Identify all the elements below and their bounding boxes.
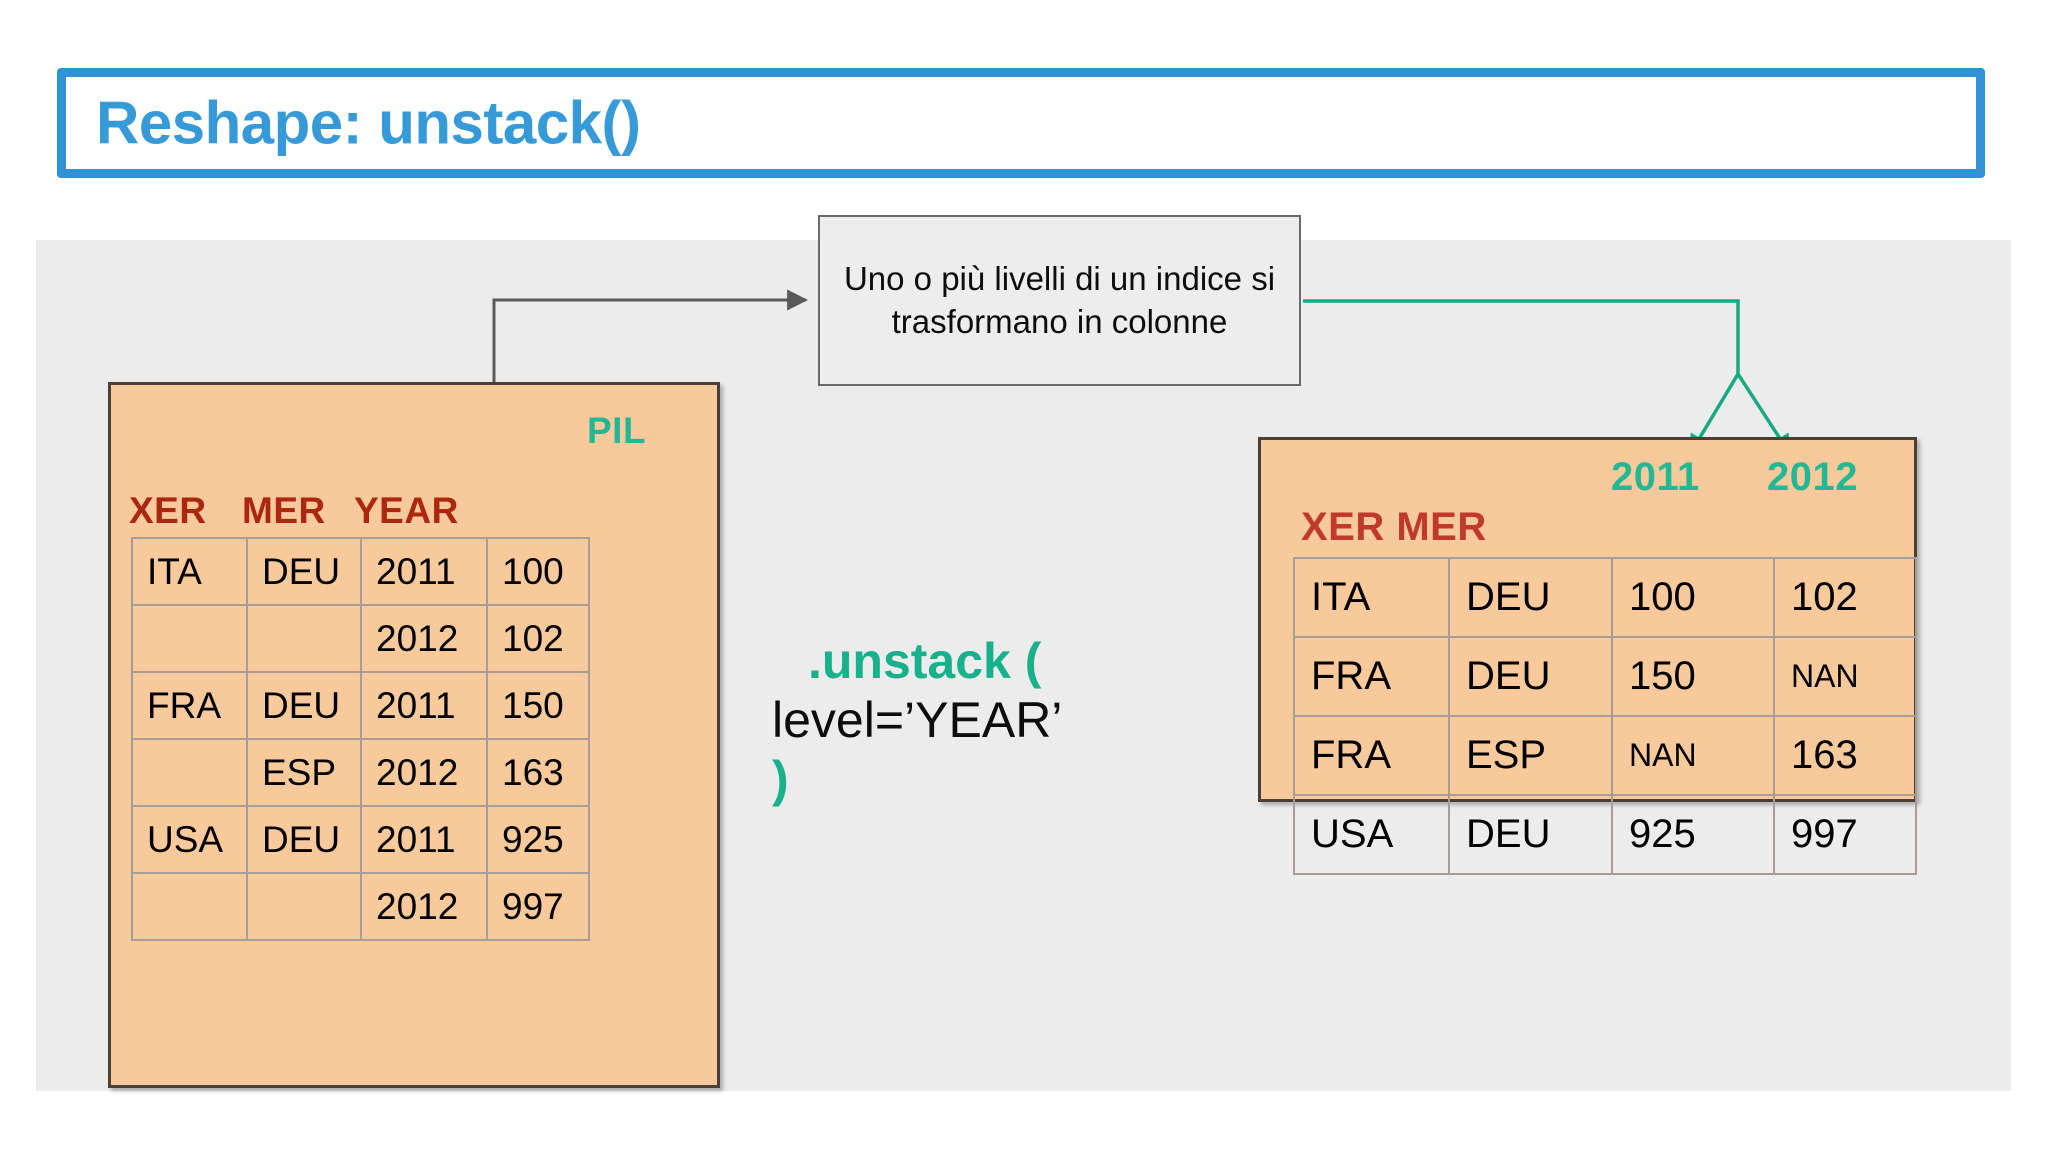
source-table-grid: ITA DEU 2011 100 2012 102 FRA DEU 2011 1… [131, 537, 590, 941]
table-row: ITA DEU 100 102 [1295, 559, 1917, 638]
source-value-column-label: PIL [587, 410, 647, 451]
cell-mer: DEU [248, 539, 362, 606]
cell-mer: DEU [248, 807, 362, 874]
cell-2011: 925 [1613, 796, 1775, 875]
source-index-label-year: YEAR [354, 490, 459, 531]
cell-xer: FRA [1295, 638, 1450, 717]
result-column-labels: 2011 2012 [1611, 455, 1858, 500]
source-index-label-mer: MER [242, 490, 326, 531]
result-column-label-2011: 2011 [1611, 455, 1700, 499]
code-close-paren: ) [772, 751, 789, 807]
table-row: USA DEU 925 997 [1295, 796, 1917, 875]
result-index-labels: XER MER [1301, 505, 1487, 549]
cell-2011: 100 [1613, 559, 1775, 638]
source-index-label-xer: XER [129, 490, 207, 531]
table-row: USA DEU 2011 925 [133, 807, 590, 874]
cell-mer: DEU [1450, 638, 1613, 717]
result-dataframe-panel: 2011 2012 XER MER ITA DEU 100 102 FRA DEU… [1258, 437, 1917, 875]
callout-box: Uno o più livelli di un indice si trasfo… [818, 215, 1301, 386]
code-argument: level=’YEAR’ [772, 692, 1063, 748]
source-dataframe-panel: PIL XER MER YEAR ITA DEU 2011 100 2012 102… [108, 382, 720, 1088]
cell-pil: 925 [488, 807, 590, 874]
cell-pil: 100 [488, 539, 590, 606]
cell-xer: FRA [133, 673, 248, 740]
result-column-label-2012: 2012 [1767, 455, 1858, 499]
slide-title-bar: Reshape: unstack() [57, 68, 1985, 178]
cell-2012: 163 [1775, 717, 1917, 796]
cell-mer: ESP [1450, 717, 1613, 796]
cell-pil: 163 [488, 740, 590, 807]
table-row: FRA DEU 150 NAN [1295, 638, 1917, 717]
cell-year: 2011 [362, 807, 488, 874]
table-row: FRA DEU 2011 150 [133, 673, 590, 740]
code-function-name: .unstack ( [808, 633, 1042, 689]
cell-mer: DEU [248, 673, 362, 740]
cell-mer: DEU [1450, 559, 1613, 638]
cell-mer: ESP [248, 740, 362, 807]
cell-pil: 150 [488, 673, 590, 740]
callout-text: Uno o più livelli di un indice si trasfo… [843, 259, 1276, 340]
table-row: ITA DEU 2011 100 [133, 539, 590, 606]
cell-mer [248, 606, 362, 673]
table-row: FRA ESP NAN 163 [1295, 717, 1917, 796]
cell-mer [248, 874, 362, 941]
result-table-grid: ITA DEU 100 102 FRA DEU 150 NAN FRA ESP … [1293, 557, 1917, 875]
cell-xer: USA [133, 807, 248, 874]
cell-2012: 997 [1775, 796, 1917, 875]
cell-2011: NAN [1613, 717, 1775, 796]
cell-xer [133, 740, 248, 807]
cell-pil: 102 [488, 606, 590, 673]
cell-year: 2012 [362, 874, 488, 941]
cell-2011: 150 [1613, 638, 1775, 717]
cell-xer [133, 606, 248, 673]
code-snippet: .unstack ( level=’YEAR’ ) [772, 632, 1202, 809]
cell-xer: USA [1295, 796, 1450, 875]
page-title: Reshape: unstack() [96, 89, 641, 157]
cell-2012: 102 [1775, 559, 1917, 638]
cell-year: 2012 [362, 606, 488, 673]
cell-xer: FRA [1295, 717, 1450, 796]
table-row: ESP 2012 163 [133, 740, 590, 807]
cell-year: 2011 [362, 673, 488, 740]
table-row: 2012 102 [133, 606, 590, 673]
cell-pil: 997 [488, 874, 590, 941]
cell-xer: ITA [133, 539, 248, 606]
table-row: 2012 997 [133, 874, 590, 941]
cell-mer: DEU [1450, 796, 1613, 875]
cell-year: 2011 [362, 539, 488, 606]
source-index-labels: XER MER YEAR [129, 490, 459, 532]
cell-year: 2012 [362, 740, 488, 807]
cell-xer [133, 874, 248, 941]
cell-xer: ITA [1295, 559, 1450, 638]
cell-2012: NAN [1775, 638, 1917, 717]
